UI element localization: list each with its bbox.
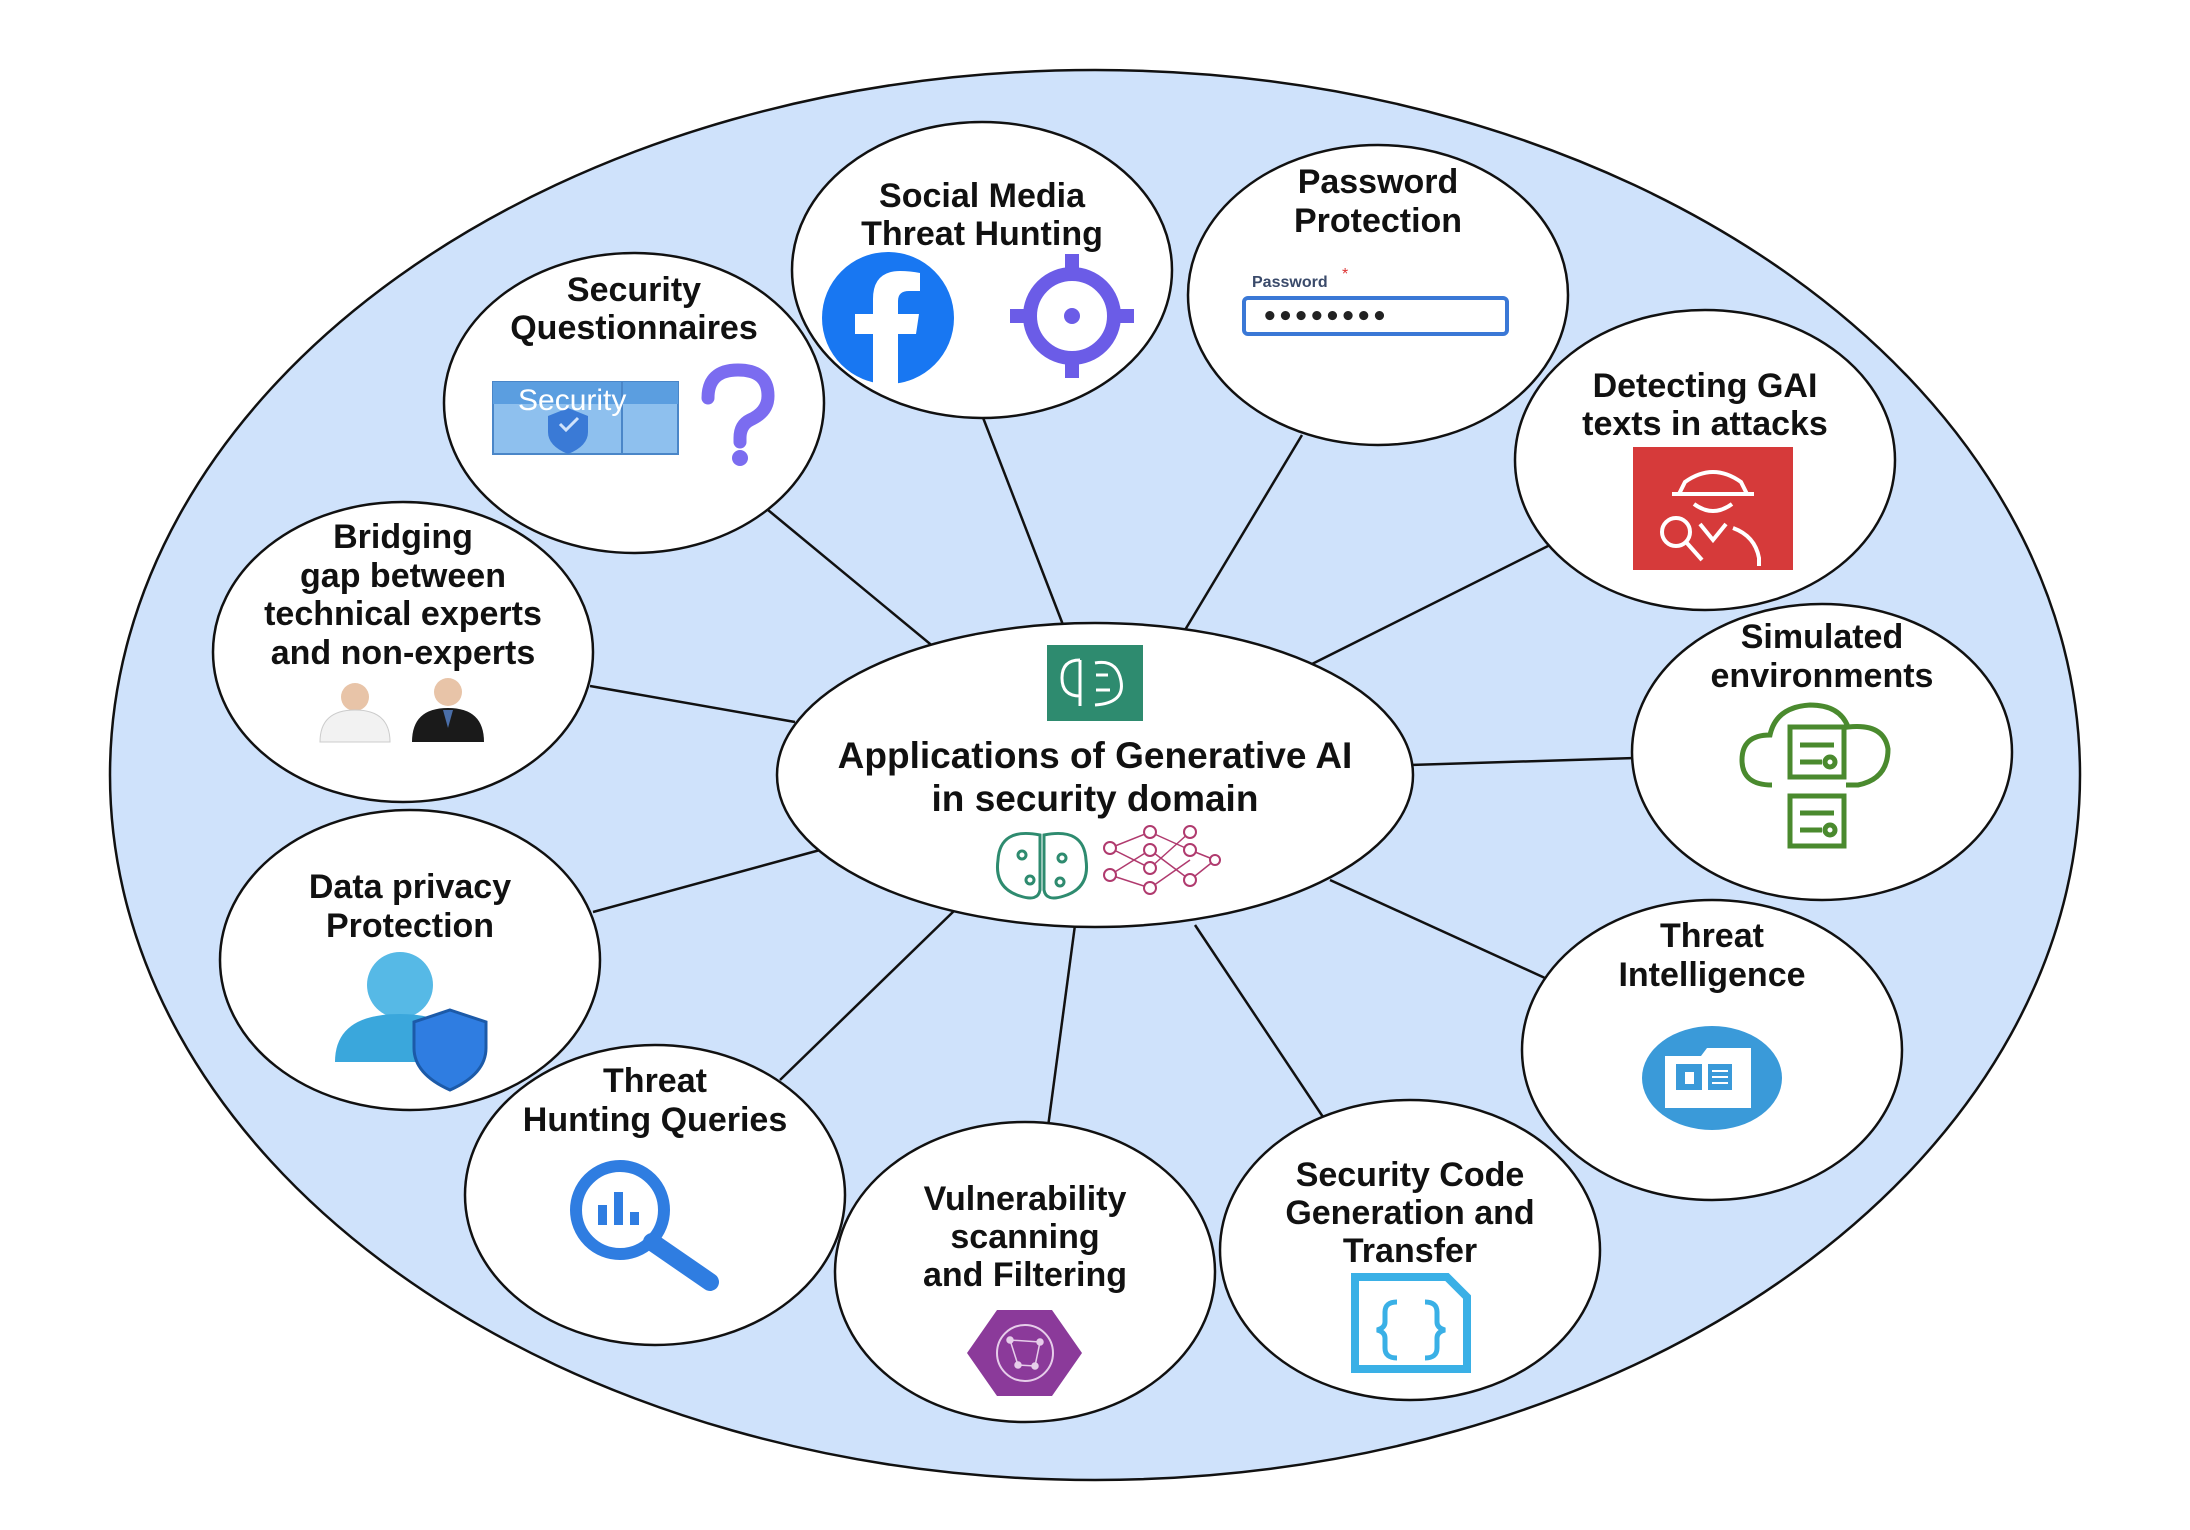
hunting-queries-title-1: Threat xyxy=(603,1062,707,1100)
node-questionnaires: Security Questionnaires Security xyxy=(442,251,826,555)
code-gen-title-2: Generation and xyxy=(1285,1194,1534,1232)
simulated-title-2: environments xyxy=(1711,657,1934,695)
social-media-title-2: Threat Hunting xyxy=(861,215,1103,253)
center-title-line1: Applications of Generative AI xyxy=(838,735,1353,776)
cloud-server-icon xyxy=(1739,702,1891,849)
vuln-scan-title-2: scanning xyxy=(950,1218,1099,1256)
vuln-scan-title-1: Vulnerability xyxy=(924,1180,1127,1218)
code-gen-title-1: Security Code xyxy=(1296,1156,1525,1194)
threat-intel-title-1: Threat xyxy=(1660,917,1764,955)
facebook-icon xyxy=(822,252,954,386)
node-hunting-queries: Threat Hunting Queries xyxy=(463,1043,847,1347)
target-icon xyxy=(1010,254,1134,378)
bridging-title-2: gap between xyxy=(300,557,506,595)
password-field-icon: Password * •••••••• xyxy=(1242,266,1509,336)
connector-lines xyxy=(589,414,1636,1128)
user-shield-icon xyxy=(335,952,488,1092)
magnifier-chart-icon xyxy=(570,1160,719,1291)
node-simulated: Simulated environments xyxy=(1630,602,2014,902)
ai-brain-icon xyxy=(1047,645,1143,721)
security-panel-icon: Security xyxy=(492,381,679,455)
spy-search-icon xyxy=(1633,447,1793,570)
center-node: Applications of Generative AI in securit… xyxy=(775,621,1415,929)
node-code-gen: Security Code Generation and Transfer xyxy=(1218,1098,1602,1402)
bridging-title-3: technical experts xyxy=(264,595,542,633)
people-icon xyxy=(319,678,484,743)
node-social-media: Social Media Threat Hunting xyxy=(790,120,1174,420)
node-bridging: Bridging gap between technical experts a… xyxy=(211,500,595,804)
bridging-title-1: Bridging xyxy=(333,518,473,556)
vuln-scan-title-3: and Filtering xyxy=(923,1256,1127,1294)
neural-network-icon xyxy=(1103,825,1221,895)
node-threat-intel: Threat Intelligence xyxy=(1520,898,1904,1202)
simulated-title-1: Simulated xyxy=(1741,618,1903,656)
node-vuln-scan: Vulnerability scanning and Filtering xyxy=(833,1120,1217,1424)
brain-circuit-icon xyxy=(995,831,1089,900)
code-gen-title-3: Transfer xyxy=(1343,1232,1477,1270)
center-title-line2: in security domain xyxy=(932,778,1259,819)
node-data-privacy: Data privacy Protection xyxy=(218,808,602,1112)
id-card-icon xyxy=(1642,1026,1782,1130)
threat-intel-title-2: Intelligence xyxy=(1618,956,1805,994)
password-field-value: •••••••• xyxy=(1262,302,1387,332)
code-file-icon xyxy=(1351,1273,1471,1373)
data-privacy-title-1: Data privacy xyxy=(309,868,511,906)
password-field-label: Password xyxy=(1252,274,1328,291)
security-panel-text: Security xyxy=(518,384,626,417)
password-title-2: Protection xyxy=(1294,202,1462,240)
questionnaires-title-1: Security xyxy=(567,271,701,309)
social-media-title-1: Social Media xyxy=(879,177,1086,215)
detecting-gai-title-2: texts in attacks xyxy=(1582,405,1828,443)
questionnaires-title-2: Questionnaires xyxy=(510,309,758,347)
password-title-1: Password xyxy=(1298,163,1459,201)
network-hexagon-icon xyxy=(967,1310,1082,1396)
node-detecting-gai: Detecting GAI texts in attacks xyxy=(1513,308,1897,612)
question-mark-icon xyxy=(701,363,775,466)
detecting-gai-title-1: Detecting GAI xyxy=(1593,367,1818,405)
hunting-queries-title-2: Hunting Queries xyxy=(523,1101,787,1139)
bridging-title-4: and non-experts xyxy=(271,634,535,672)
required-asterisk: * xyxy=(1342,266,1348,283)
node-password: Password Protection Password * •••••••• xyxy=(1186,143,1570,447)
data-privacy-title-2: Protection xyxy=(326,907,494,945)
